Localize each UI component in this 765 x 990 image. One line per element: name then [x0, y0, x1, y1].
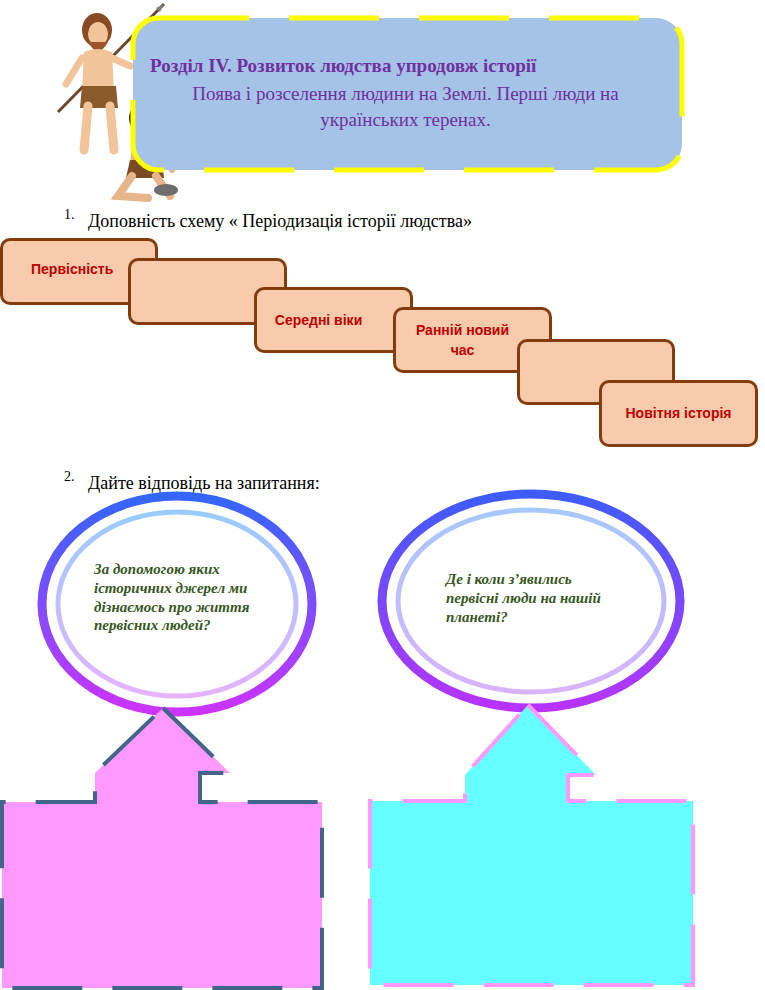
- arrow-outline: [368, 703, 695, 988]
- question-ellipse: За допомогою яких історичних джерел ми д…: [36, 490, 318, 718]
- period-box: Середні віки: [254, 287, 413, 353]
- lesson-topic: Поява і розселення людини на Землі. Перш…: [150, 81, 661, 132]
- period-name: Первісність: [31, 259, 113, 279]
- period-name: Ранній новий час: [404, 320, 522, 361]
- arrow-outline: [0, 705, 325, 990]
- task-number: 2.: [64, 469, 75, 485]
- title-banner: Розділ IV. Розвиток людства упродовж іст…: [130, 15, 685, 173]
- task-number: 1.: [64, 207, 75, 223]
- task-instruction: Дайте відповідь на запитання:: [88, 473, 320, 494]
- answer-arrow: [0, 705, 325, 990]
- answer-arrow: [368, 703, 695, 988]
- question-ellipse: Де і коли з’явились первісні люди на наш…: [376, 488, 686, 714]
- question-text: За допомогою яких історичних джерел ми д…: [94, 560, 290, 635]
- question-text: Де і коли з’явились первісні люди на наш…: [446, 570, 618, 626]
- period-name: Середні віки: [275, 310, 362, 330]
- period-name: Новітня історія: [625, 403, 731, 423]
- task-instruction: Доповність схему « Періодизація історії …: [88, 211, 472, 232]
- section-title: Розділ IV. Розвиток людства упродовж іст…: [150, 55, 661, 77]
- period-box: Новітня історія: [599, 380, 758, 447]
